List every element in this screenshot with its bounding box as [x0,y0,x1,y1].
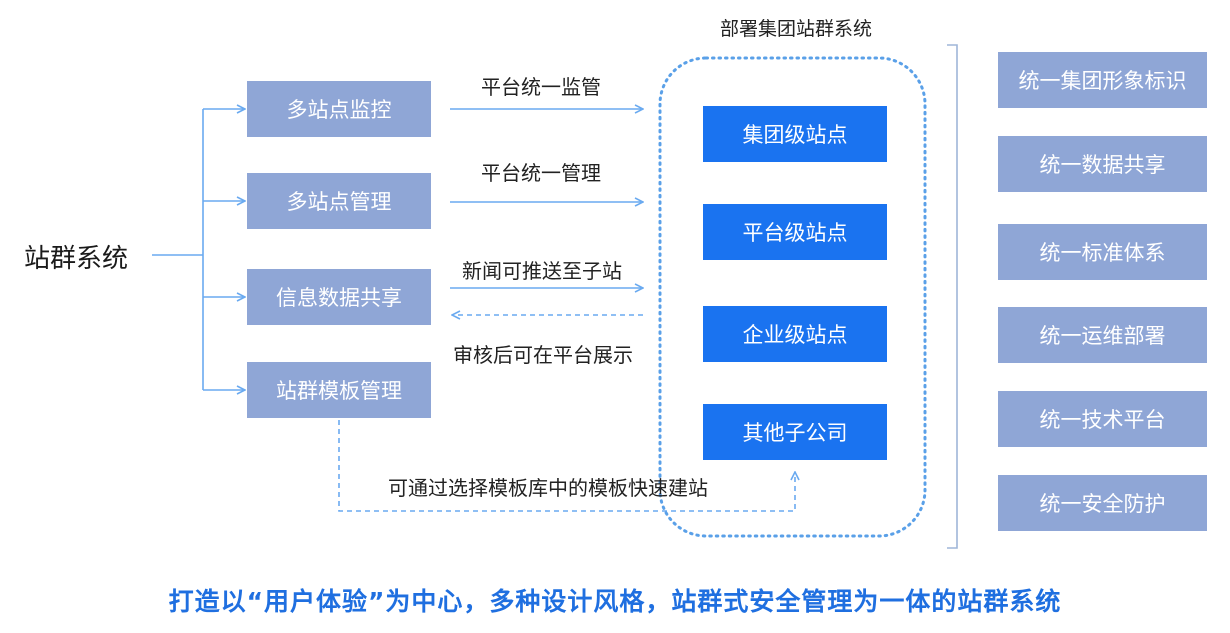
deploy-container [658,56,927,538]
function-box-template: 站群模板管理 [247,362,431,418]
unified-box-ops: 统一运维部署 [998,307,1207,363]
deploy-title: 部署集团站群系统 [720,18,873,40]
edge-label-manage: 平台统一管理 [481,161,601,185]
function-box-manage: 多站点管理 [247,173,431,229]
edge-label-monitor: 平台统一监管 [481,75,601,99]
unified-box-data: 统一数据共享 [998,136,1207,192]
bracket [947,44,958,549]
site-box-subsidiary: 其他子公司 [703,404,887,460]
template-path [338,420,795,512]
edge-label-review: 审核后可在平台展示 [453,343,633,367]
site-box-platform: 平台级站点 [703,204,887,260]
site-box-group: 集团级站点 [703,106,887,162]
unified-box-identity: 统一集团形象标识 [998,52,1207,108]
edge-label-push: 新闻可推送至子站 [462,259,622,283]
site-box-enterprise: 企业级站点 [703,306,887,362]
unified-box-security: 统一安全防护 [998,475,1207,531]
footer-tagline: 打造以“用户体验”为中心，多种设计风格，站群式安全管理为一体的站群系统 [168,587,1062,616]
function-box-monitor: 多站点监控 [247,81,431,137]
root-label: 站群系统 [24,244,129,274]
function-box-share: 信息数据共享 [247,269,431,325]
unified-box-standard: 统一标准体系 [998,224,1207,280]
edge-label-template: 可通过选择模板库中的模板快速建站 [388,476,708,500]
unified-box-tech: 统一技术平台 [998,391,1207,447]
